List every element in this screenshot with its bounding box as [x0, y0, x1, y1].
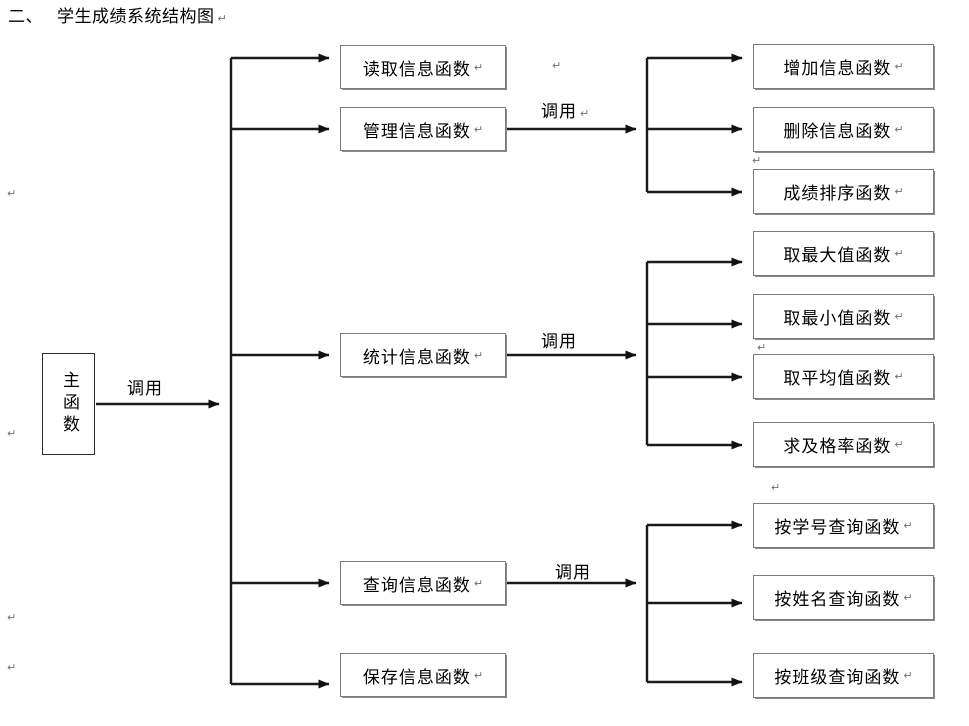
pilcrow-icon: ↵: [552, 59, 562, 72]
node-manage-info-label: 管理信息函数: [362, 121, 471, 142]
node-save-info[interactable]: 保存信息函数↵: [340, 653, 506, 697]
node-save-info-label: 保存信息函数: [362, 667, 471, 688]
node-pass-rate[interactable]: 求及格率函数↵: [753, 422, 934, 467]
node-main-function[interactable]: 主函数: [42, 353, 95, 455]
edge-label-query-call: 调用: [555, 563, 591, 583]
node-pass-rate-label: 求及格率函数: [783, 437, 892, 457]
pilcrow-icon: ↵: [894, 370, 904, 383]
pilcrow-icon: ↵: [894, 247, 904, 260]
pilcrow-icon: ↵: [473, 122, 484, 136]
title-text: 学生成绩系统结构图: [57, 7, 215, 27]
node-add-info[interactable]: 增加信息函数↵: [753, 44, 934, 89]
node-sort-score-label: 成绩排序函数: [783, 184, 892, 204]
edge-label-manage-call: 调用↵: [541, 102, 590, 122]
pilcrow-icon: ↵: [894, 60, 904, 73]
node-add-info-label: 增加信息函数: [783, 59, 892, 79]
node-get-average[interactable]: 取平均值函数↵: [753, 354, 934, 399]
pilcrow-icon: ↵: [894, 123, 904, 136]
node-read-info[interactable]: 读取信息函数↵: [340, 45, 506, 89]
pilcrow-icon: ↵: [894, 310, 904, 323]
title-number: 二、: [8, 7, 43, 27]
pilcrow-icon: ↵: [7, 187, 17, 200]
node-get-min-label: 取最小值函数: [783, 309, 892, 329]
pilcrow-icon: ↵: [7, 427, 17, 440]
node-query-by-class[interactable]: 按班级查询函数↵: [753, 653, 934, 698]
pilcrow-icon: ↵: [7, 611, 17, 624]
node-manage-info[interactable]: 管理信息函数↵: [340, 107, 506, 151]
pilcrow-icon: ↵: [473, 576, 484, 590]
node-sort-score[interactable]: 成绩排序函数↵: [753, 169, 934, 214]
node-get-average-label: 取平均值函数: [783, 369, 892, 389]
node-stat-info-label: 统计信息函数: [362, 347, 471, 368]
pilcrow-icon: ↵: [903, 519, 913, 532]
edge-label-stat-call: 调用: [541, 332, 577, 352]
pilcrow-icon: ↵: [771, 481, 781, 494]
edge-label-root-call: 调用: [127, 379, 163, 399]
pilcrow-icon: ↵: [7, 661, 17, 674]
node-query-by-id[interactable]: 按学号查询函数↵: [753, 503, 934, 548]
pilcrow-icon: ↵: [473, 668, 484, 682]
node-query-by-name[interactable]: 按姓名查询函数↵: [753, 575, 934, 620]
pilcrow-icon: ↵: [903, 591, 913, 604]
node-query-info[interactable]: 查询信息函数↵: [340, 561, 506, 605]
pilcrow-icon: ↵: [473, 60, 484, 74]
pilcrow-icon: ↵: [217, 12, 227, 25]
pilcrow-icon: ↵: [757, 341, 767, 354]
node-get-max[interactable]: 取最大值函数↵: [753, 231, 934, 276]
node-get-max-label: 取最大值函数: [783, 246, 892, 266]
pilcrow-icon: ↵: [903, 669, 913, 682]
page-title: 二、学生成绩系统结构图↵: [8, 2, 227, 27]
node-main-function-label: 主函数: [59, 371, 79, 437]
node-read-info-label: 读取信息函数: [362, 59, 471, 80]
pilcrow-icon: ↵: [894, 185, 904, 198]
node-query-by-id-label: 按学号查询函数: [774, 518, 901, 538]
node-query-by-class-label: 按班级查询函数: [774, 668, 901, 688]
pilcrow-icon: ↵: [473, 348, 484, 362]
pilcrow-icon: ↵: [580, 107, 590, 120]
node-query-by-name-label: 按姓名查询函数: [774, 590, 901, 610]
node-delete-info-label: 删除信息函数: [783, 122, 892, 142]
pilcrow-icon: ↵: [752, 154, 762, 167]
pilcrow-icon: ↵: [894, 438, 904, 451]
node-query-info-label: 查询信息函数: [362, 575, 471, 596]
node-stat-info[interactable]: 统计信息函数↵: [340, 333, 506, 377]
node-delete-info[interactable]: 删除信息函数↵: [753, 107, 934, 152]
node-get-min[interactable]: 取最小值函数↵: [753, 294, 934, 339]
